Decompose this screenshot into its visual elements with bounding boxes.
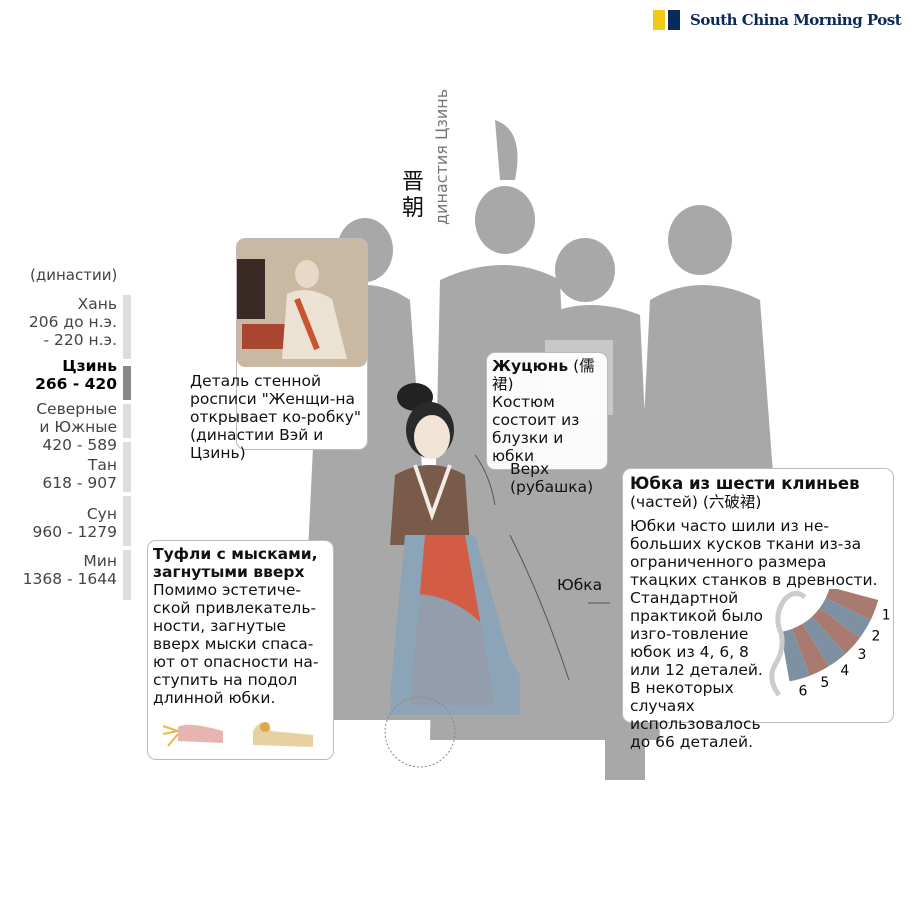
timeline-bar-north-south [123,404,131,438]
skirt-panel-5 [792,623,829,676]
label-brackets [474,454,610,680]
dynasty-name: и Южные [39,418,117,436]
zhuqun-chinese: (儒裙) [492,357,595,393]
shoes-card: Туфли с мысками, загнутыми вверх Помимо … [147,540,334,760]
dynasty-title-russian: династия Цзинь [432,88,451,225]
shoes-text: Помимо эстетиче-ской привлекатель-ности,… [153,581,319,707]
label-top-shirt: Верх (рубашка) [510,460,594,496]
timeline-bar-ming [123,550,131,600]
panel-number-label: 3 [858,647,867,663]
skirt-panel-6 [780,628,810,682]
dynasty-name: Хань [77,295,117,313]
skirt-panel-3 [811,608,860,654]
timeline-item-north-south[interactable]: Северные и Южные 420 - 589 [0,400,117,454]
dynasty-years: 1368 - 1644 [22,570,117,588]
spark-icon [162,725,182,747]
timeline-bar-tang [123,442,131,492]
dynasty-years: - 220 н.э. [43,331,117,349]
shoes-illustration [162,722,313,747]
logo-yellow-square [653,10,665,30]
panel-number-label: 6 [799,684,808,700]
zhuqun-card: Жуцюнь (儒裙) Костюм состоит из блузки и ю… [486,352,608,470]
painting-caption: Деталь стенной росписи "Женщи-на открыва… [190,372,362,462]
logo-blue-square [668,10,680,30]
mural-painting-image [237,239,367,367]
timeline-item-jin[interactable]: Цзинь 266 - 420 [0,357,117,393]
dynasty-name: Сун [86,505,117,523]
shoes-title: Туфли с мысками, загнутыми вверх [153,545,318,581]
six-panel-subtitle: (частей) (六破裙) [630,493,762,511]
panel-number-label: 4 [840,663,849,679]
dynasty-years: 618 - 907 [42,474,117,492]
dynasty-title-chinese: 晋朝 [402,170,425,221]
timeline-item-tang[interactable]: Тан 618 - 907 [0,456,117,492]
six-panel-text: Юбки часто шили из не-больших кусков тка… [630,517,878,751]
timeline-bar-jin [123,366,131,400]
timeline-header: (династии) [30,266,118,284]
waistband [769,591,807,697]
six-panel-text-block: Юбки часто шили из не-больших кусков тка… [630,517,892,751]
skirt-panel-1 [825,589,879,620]
dynasty-name: Мин [83,552,117,570]
timeline-bar-han [123,295,131,359]
dynasty-years: 960 - 1279 [32,523,117,541]
zhuqun-title: Жуцюнь [492,357,569,375]
six-panel-title: Юбка из шести клиньев [630,474,860,493]
label-skirt: Юбка [557,576,603,594]
timeline-item-han[interactable]: Хань 206 до н.э. - 220 н.э. [0,295,117,349]
timeline-item-song[interactable]: Сун 960 - 1279 [0,505,117,541]
dynasty-name: Тан [87,456,117,474]
scmp-logo[interactable]: South China Morning Post [653,10,902,30]
timeline-item-ming[interactable]: Мин 1368 - 1644 [0,552,117,588]
skirt-panel-4 [802,616,846,667]
shoe-highlight-circle [384,696,456,768]
zhuqun-text: Костюм состоит из блузки и юбки [492,393,580,465]
panel-number-label: 5 [820,675,829,691]
timeline-bar-song [123,496,131,546]
dynasty-years: 266 - 420 [35,375,117,393]
panel-number-label: 1 [882,607,891,623]
skirt-panel-2 [819,598,871,638]
logo-text: South China Morning Post [690,11,902,29]
dynasty-years: 420 - 589 [42,436,117,454]
dynasty-years: 206 до н.э. [28,313,117,331]
six-panel-content: Юбка из шести клиньев (частей) (六破裙) Юбк… [630,474,892,751]
panel-number-label: 2 [872,628,881,644]
dynasty-name: Цзинь [62,357,117,375]
dynasty-name: Северные [36,400,117,418]
jin-woman-figure [390,383,520,715]
